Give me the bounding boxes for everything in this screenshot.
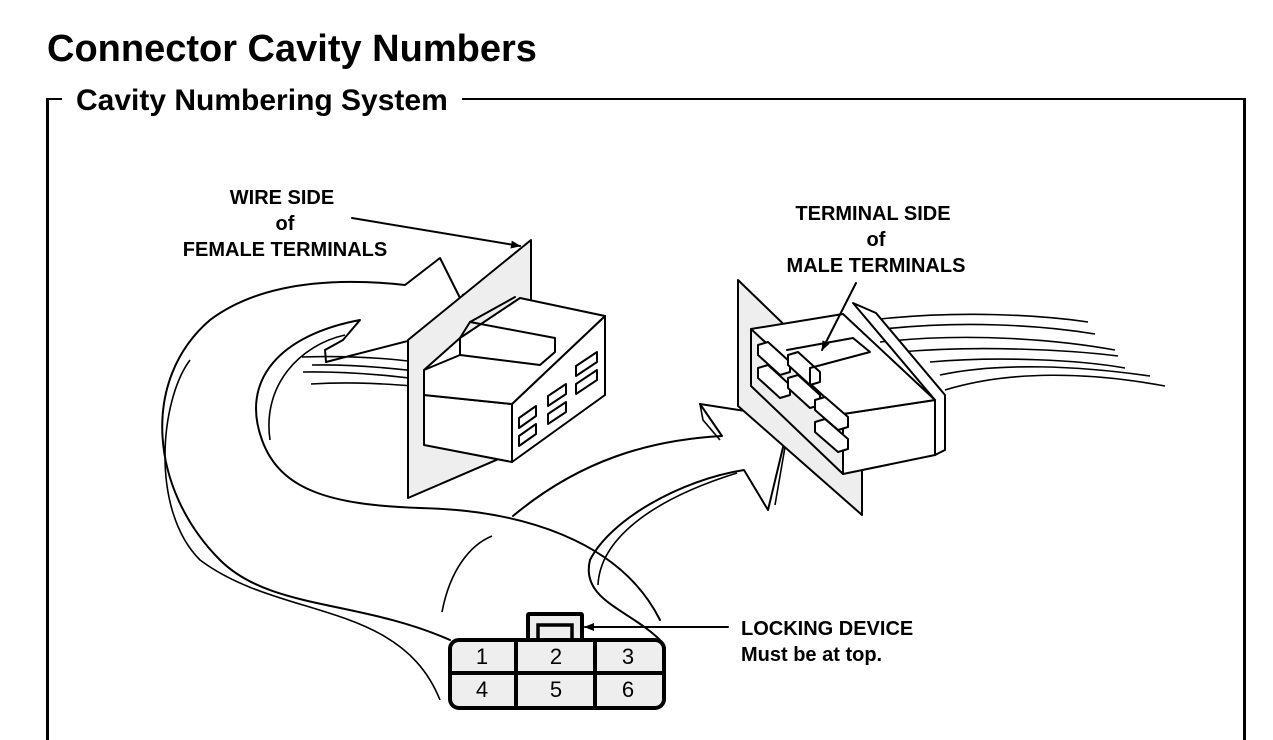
page-title: Connector Cavity Numbers [47, 28, 537, 70]
cavity-5: 5 [550, 677, 562, 702]
cavity-6: 6 [622, 677, 634, 702]
cavity-face-connector: 1 2 3 4 5 6 [448, 612, 666, 710]
female-connector-icon [423, 296, 606, 463]
female-terminals-label: WIRE SIDE of FEMALE TERMINALS [183, 187, 521, 261]
cavity-2: 2 [550, 644, 562, 669]
locking-device-label: LOCKING DEVICE Must be at top. [584, 618, 913, 666]
locking-label-line2: Must be at top. [741, 644, 882, 666]
section-frame [46, 98, 1246, 740]
male-wires [869, 313, 1166, 391]
female-cavities [518, 351, 598, 447]
curved-arrow-right-icon [441, 403, 791, 641]
male-connector-icon [750, 302, 946, 475]
section-title: Cavity Numbering System [62, 82, 462, 120]
female-label-line1: WIRE SIDE [230, 187, 334, 209]
locking-label-line1: LOCKING DEVICE [741, 618, 913, 640]
curved-arrow-left-icon [161, 257, 661, 701]
cavity-3: 3 [622, 644, 634, 669]
female-label-line3: FEMALE TERMINALS [183, 239, 387, 261]
male-label-line1: TERMINAL SIDE [795, 203, 950, 225]
cavity-diagram: WIRE SIDE of FEMALE TERMINALS [161, 187, 1166, 710]
cavity-1: 1 [476, 644, 488, 669]
female-pointer-arrow-icon [351, 217, 521, 249]
female-label-line2: of [276, 213, 295, 235]
male-label-line2: of [867, 229, 886, 251]
cavity-4: 4 [476, 677, 488, 702]
male-pointer-arrow-icon [821, 282, 857, 351]
male-terminals-label: TERMINAL SIDE of MALE TERMINALS [787, 203, 966, 351]
male-pins [757, 341, 849, 453]
male-label-line3: MALE TERMINALS [787, 255, 966, 277]
